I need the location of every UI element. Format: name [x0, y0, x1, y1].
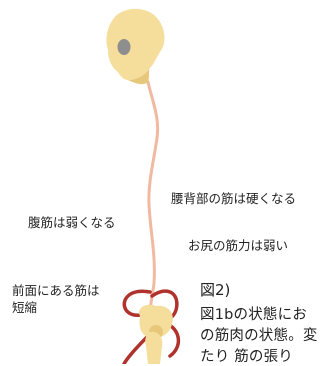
caption-line-3: たり 筋の張り — [200, 348, 293, 366]
figure-title: 図2) — [200, 281, 230, 300]
label-lower-back: 腰背部の筋は硬くなる — [171, 191, 296, 207]
spine-line — [148, 82, 158, 326]
caption-line-2: の筋肉の状態。変 — [200, 327, 318, 345]
eye-socket-icon — [118, 39, 131, 55]
label-glutes: お尻の筋力は弱い — [188, 238, 288, 254]
femur-icon — [145, 332, 162, 364]
label-front-line2: 短縮 — [12, 300, 37, 316]
label-abdominal: 腹筋は弱くなる — [28, 215, 116, 231]
skull-icon — [106, 9, 164, 84]
caption-line-1: 図1bの状態にお — [200, 306, 307, 324]
label-front-line1: 前面にある筋は — [12, 283, 100, 299]
